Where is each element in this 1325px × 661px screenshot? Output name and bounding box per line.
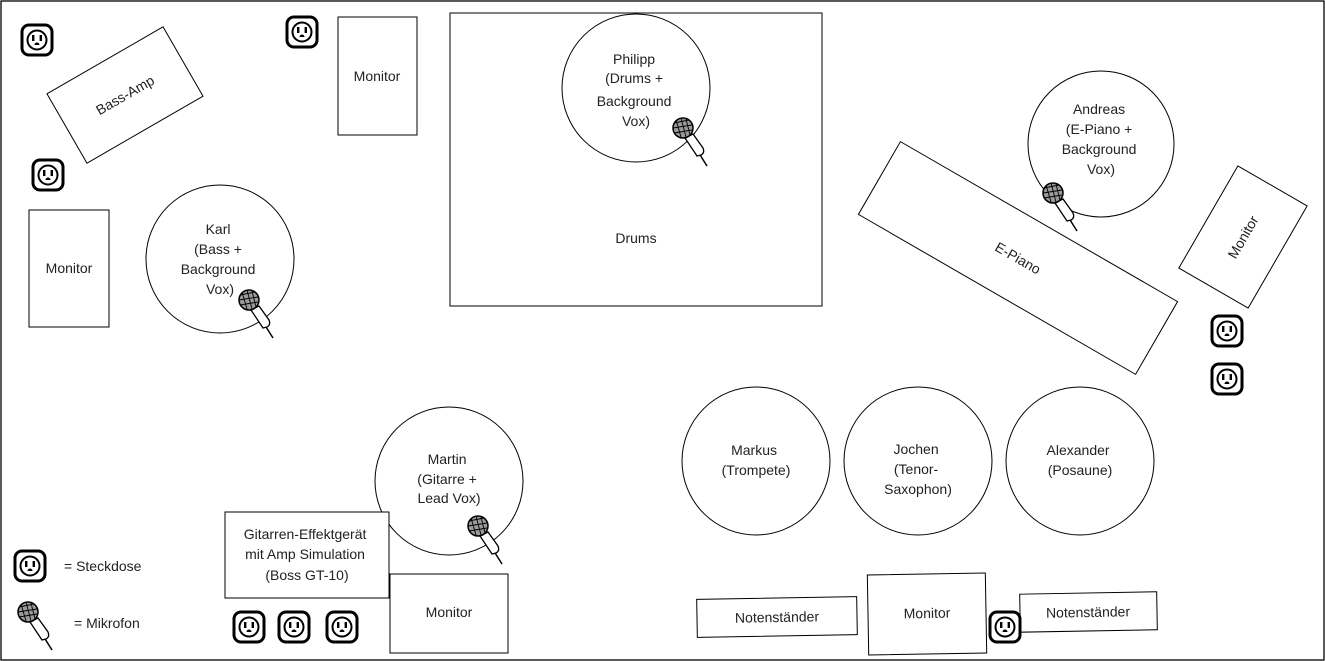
musician-philipp-label: Philipp (Drums + Background Vox)	[597, 51, 676, 129]
musician-alexander	[1005, 386, 1155, 536]
legend-mic-label: = Mikrofon	[74, 615, 140, 631]
monitor-right: Monitor	[1178, 165, 1308, 309]
musician-andreas-label: Andreas (E-Piano + Background Vox)	[1062, 101, 1141, 177]
musician-martin	[374, 406, 524, 556]
socket-icon	[988, 610, 1022, 644]
musician-karl-label: Karl (Bass + Background Vox)	[181, 221, 260, 297]
e-piano: E-Piano	[857, 140, 1179, 376]
socket-icon	[1210, 314, 1244, 348]
music-stand-left: Notenständer	[696, 596, 858, 638]
monitor-bottom-middle: Monitor	[866, 572, 988, 656]
monitor-bottom-left-label: Monitor	[426, 604, 473, 620]
musician-markus-label: Markus (Trompete)	[722, 442, 791, 478]
monitor-bottom-left	[389, 573, 509, 654]
socket-icon	[20, 23, 54, 57]
effects-unit-label: Gitarren-Effektgerät mit Amp Simulation …	[244, 526, 371, 583]
musician-jochen-label: Jochen (Tenor- Saxophon)	[884, 441, 952, 497]
monitor-top-label: Monitor	[354, 68, 401, 84]
musician-markus	[681, 386, 831, 536]
socket-icon	[277, 610, 311, 644]
socket-icon	[1210, 362, 1244, 396]
legend: = Steckdose = Mikrofon	[13, 549, 142, 651]
monitor-left-label: Monitor	[46, 260, 93, 276]
music-stand-right: Notenständer	[1019, 591, 1158, 633]
drums-label: Drums	[615, 230, 656, 246]
legend-socket-label: = Steckdose	[64, 558, 142, 574]
monitor-top	[337, 16, 418, 136]
monitor-left	[28, 209, 110, 328]
effects-unit	[224, 511, 390, 599]
music-stand-left-label: Notenständer	[735, 608, 820, 625]
musician-andreas	[1027, 70, 1175, 218]
musician-alexander-label: Alexander (Posaune)	[1047, 442, 1114, 478]
musician-karl	[145, 184, 295, 334]
musician-martin-label: Martin (Gitarre + Lead Vox)	[417, 451, 480, 506]
musician-jochen	[843, 386, 993, 536]
microphone-icon	[17, 601, 53, 651]
bass-amp: Bass-Amp	[46, 26, 204, 164]
socket-icon	[232, 610, 266, 644]
socket-icon	[285, 15, 319, 49]
socket-icon	[31, 158, 65, 192]
music-stand-right-label: Notenständer	[1046, 603, 1131, 620]
socket-icon	[325, 610, 359, 644]
monitor-bottom-middle-label: Monitor	[904, 605, 951, 622]
socket-icon	[13, 549, 47, 583]
